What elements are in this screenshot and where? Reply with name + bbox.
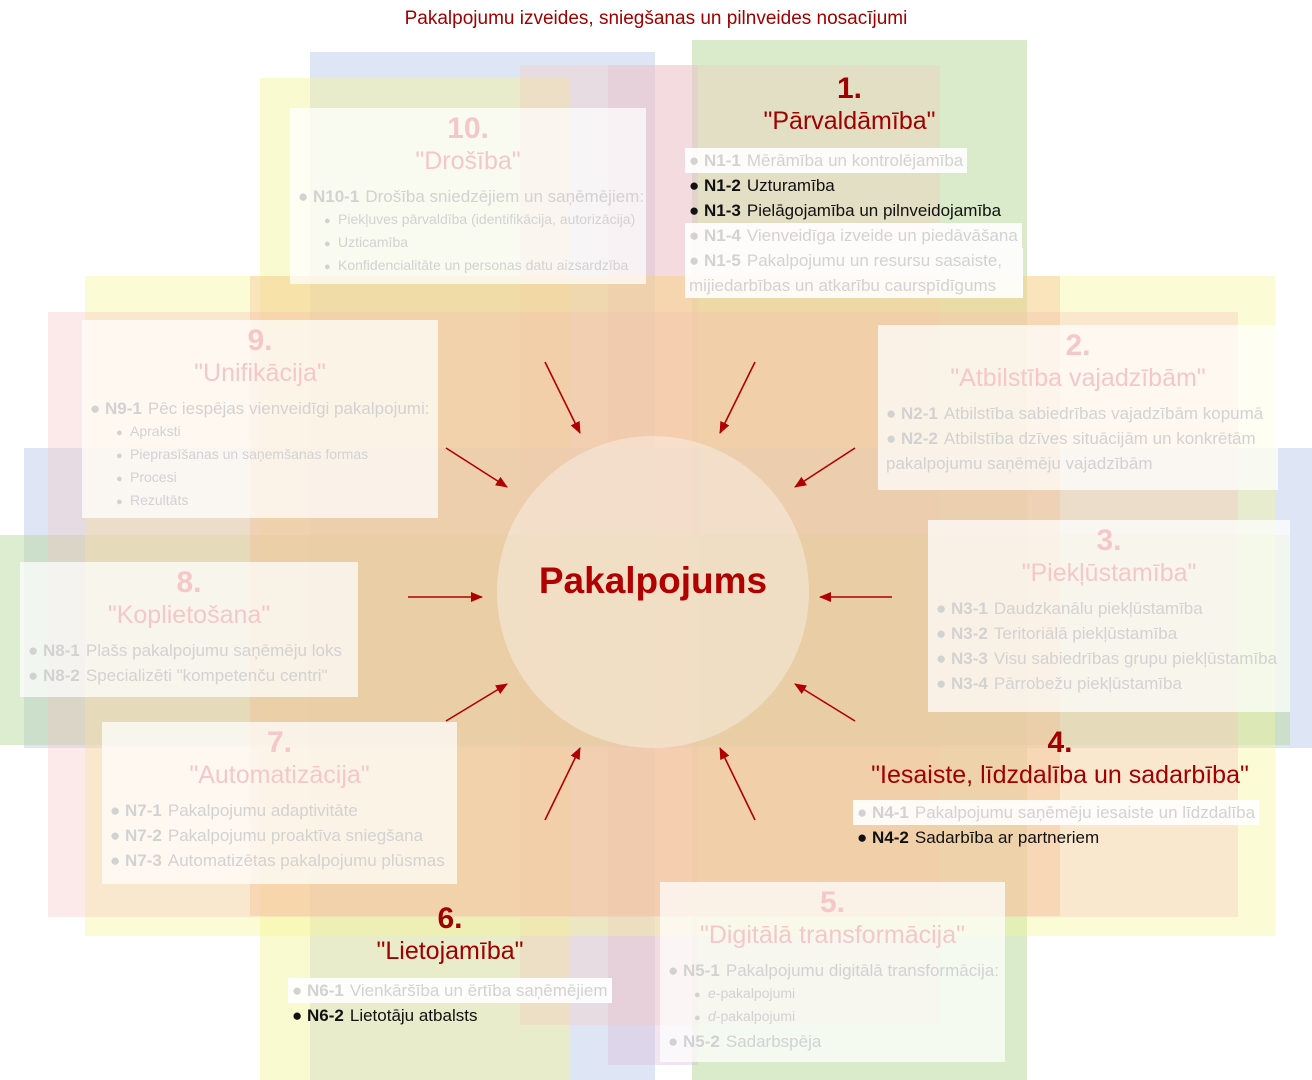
sub-item-uzticamiba: ●Uzticamība: [324, 234, 409, 250]
principle-9-number: 9.: [247, 324, 273, 357]
principle-4-number: 4.: [1047, 726, 1073, 759]
principle-8-number: 8.: [176, 566, 202, 599]
sub-item-piekluves-parvaldiba: ●Piekļuves pārvaldība (identifikācija, a…: [324, 211, 636, 227]
center-label: Pakalpojums: [538, 560, 768, 601]
arrow-from-lower-right: [794, 683, 856, 722]
principle-5-name: "Digitālā transformācija": [699, 921, 966, 949]
principle-10-name: "Drošība": [415, 147, 521, 175]
principle-6-number: 6.: [437, 902, 463, 935]
sub-item-apraksti: ●Apraksti: [116, 423, 181, 439]
sub-item-formas: ●Pieprasīšanas un saņemšanas formas: [116, 446, 369, 462]
principle-10-number: 10.: [447, 112, 489, 145]
arrow-from-lower-left: [445, 683, 508, 722]
principle-2-name: "Atbilstība vajadzībām": [950, 364, 1206, 392]
principle-3-number: 3.: [1096, 524, 1122, 557]
principle-7-name: "Automatizācija": [189, 761, 370, 789]
arrow-from-top-right: [719, 361, 756, 434]
principle-5-number: 5.: [819, 886, 846, 919]
principle-3-name: "Piekļūstamība": [1021, 559, 1197, 587]
principle-4-panel: 4. "Iesaiste, līdzdalība un sadarbība" ●…: [845, 722, 1275, 862]
principle-4-name: "Iesaiste, līdzdalība un sadarbība": [871, 761, 1249, 789]
principle-8-name: "Koplietošana": [107, 601, 271, 629]
sub-item-procesi: ●Procesi: [116, 469, 177, 485]
arrow-from-upper-right: [794, 447, 856, 488]
principle-7-number: 7.: [266, 726, 293, 759]
principle-2-number: 2.: [1065, 329, 1091, 362]
diagram-title: Pakalpojumu izveides, sniegšanas un piln…: [404, 8, 908, 29]
arrow-from-bottom-right: [719, 747, 756, 821]
principle-1-number: 1.: [836, 72, 863, 105]
principle-6-name: "Lietojamība": [376, 937, 524, 965]
arrow-from-bottom-left: [544, 747, 581, 821]
sub-item-d-pakalpojumi: ●d-pakalpojumi: [694, 1008, 796, 1024]
principle-1-name: "Pārvaldāmība": [763, 107, 936, 135]
sub-item-rezultats: ●Rezultāts: [116, 492, 189, 508]
arrow-from-upper-left: [445, 447, 508, 488]
arrow-from-top-left: [544, 361, 581, 434]
principle-9-name: "Unifikācija": [194, 359, 326, 387]
sub-item-e-pakalpojumi: ●e-pakalpojumi: [694, 985, 796, 1001]
sub-item-konfidencialitate: ●Konfidencialitāte un personas datu aizs…: [324, 257, 629, 273]
center-circle: [497, 436, 809, 748]
